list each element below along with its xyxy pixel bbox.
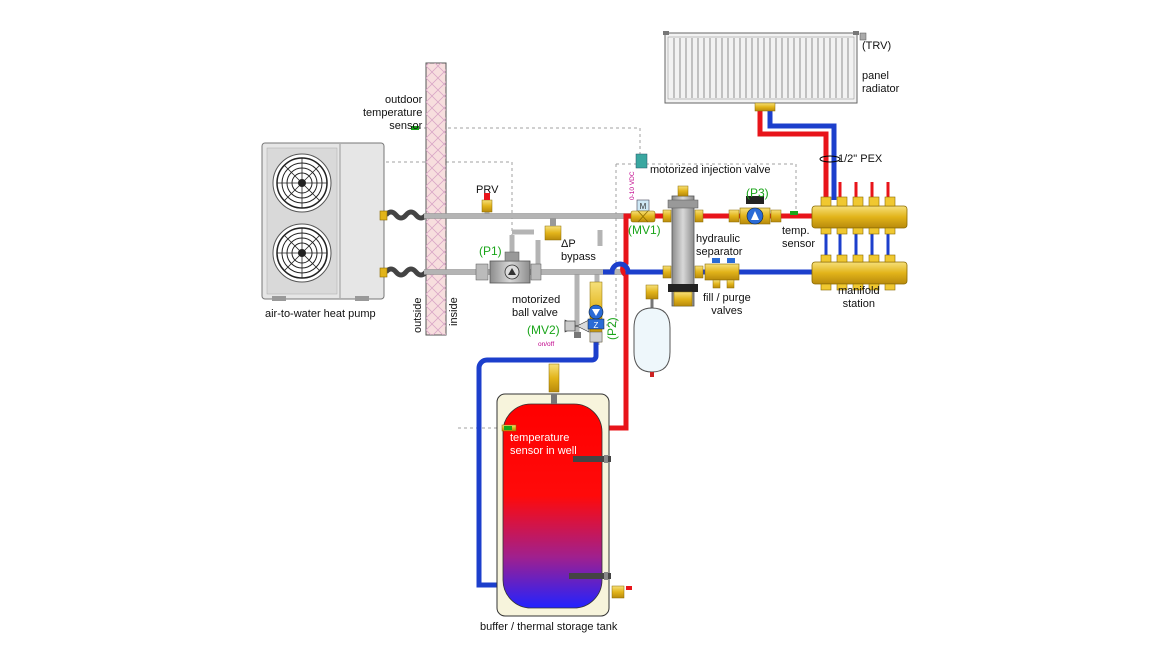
p1-label: (P1) — [479, 244, 502, 258]
building-wall — [425, 62, 447, 336]
svg-text:M: M — [640, 202, 647, 211]
dp-bypass-label: ΔP bypass — [561, 238, 596, 263]
outdoor-temperature-sensor-label: outdoor temperature sensor — [363, 94, 423, 132]
sensor-icon — [411, 126, 419, 130]
expansion-tank-icon — [633, 284, 671, 377]
hydraulic-separator — [662, 185, 704, 307]
hydraulic-separator-label: hydraulic separator — [696, 233, 743, 258]
valve-icon — [564, 319, 590, 338]
fan-icon — [272, 153, 332, 213]
control-signal-label: 0-10 VDC — [629, 171, 636, 200]
panel-radiator-label: panel radiator — [862, 70, 900, 95]
pump-icon: Z — [587, 281, 605, 343]
fan-icon — [272, 223, 332, 283]
fill-purge-valves — [704, 258, 740, 289]
on-off-label: on/off — [538, 341, 555, 348]
heat-pump-label: air-to-water heat pump — [265, 308, 376, 320]
mv1-label: (MV1) — [628, 223, 661, 237]
p2-label: (P2) — [605, 317, 619, 340]
buffer-tank — [496, 363, 632, 617]
pex-marker — [819, 155, 841, 163]
tank-label: buffer / thermal storage tank — [480, 621, 618, 633]
pex-label: 1/2" PEX — [838, 153, 883, 165]
return-pipes — [476, 110, 837, 588]
tank-sensor-label: temperature sensor in well — [510, 432, 577, 457]
sensor-icon — [790, 211, 798, 215]
flex-connectors — [384, 209, 428, 278]
motorized-injection-valve-label: motorized injection valve — [650, 164, 771, 176]
pump-icon — [475, 251, 542, 284]
radiator-icon — [663, 31, 867, 112]
prv-label: PRV — [476, 184, 499, 196]
trv-label: (TRV) — [862, 40, 892, 52]
temp-sensor-label: temp. sensor — [782, 225, 816, 250]
manifold-icon — [811, 196, 908, 291]
flex-connector-fittings — [379, 210, 388, 278]
svg-text:Z: Z — [594, 321, 599, 330]
p3-label: (P3) — [746, 186, 769, 200]
prv-valve — [481, 193, 493, 213]
sensor-icon — [504, 426, 512, 430]
pump-icon — [728, 196, 782, 225]
fill-purge-valves-label: fill / purge valves — [703, 292, 751, 317]
actuator-icon: M — [635, 153, 650, 212]
outside-label: outside — [412, 297, 424, 333]
valve-icon — [630, 210, 656, 223]
manifold-station-label: manifold station — [838, 285, 880, 310]
supply-pipes — [606, 110, 829, 431]
motorized-ball-valve-label: motorized ball valve — [512, 294, 561, 319]
dp-bypass-valve — [544, 218, 562, 241]
mv2-label: (MV2) — [527, 323, 560, 337]
inside-label: inside — [448, 297, 460, 326]
